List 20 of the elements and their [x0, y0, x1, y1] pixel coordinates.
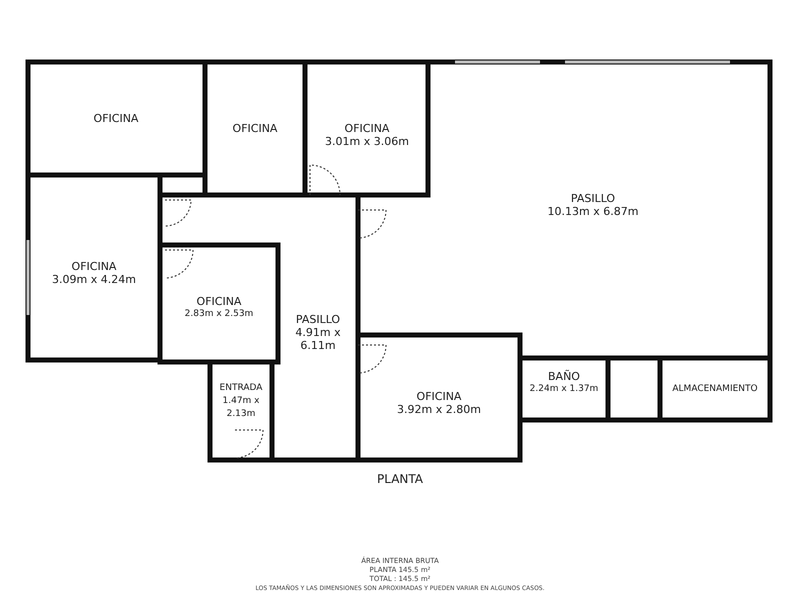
room-dimensions: 3.09m x 4.24m	[52, 273, 136, 286]
room-name: OFICINA	[196, 295, 242, 308]
room-name: OFICINA	[70, 260, 118, 273]
room-name: ENTRADA	[219, 382, 263, 395]
room-dimensions: 4.91m x 6.11m	[294, 326, 342, 352]
room-dimensions: 3.92m x 2.80m	[397, 403, 481, 416]
room-name: ALMACENAMIENTO	[672, 383, 758, 396]
room-name: OFICINA	[232, 122, 278, 135]
room-dimensions: 2.83m x 2.53m	[184, 308, 254, 321]
room-name: OFICINA	[344, 122, 390, 135]
room-dimensions: 3.01m x 3.06m	[325, 135, 409, 148]
room-name: OFICINA	[94, 112, 138, 125]
room-name: BAÑO	[547, 370, 581, 383]
plan-title: PLANTA	[377, 472, 423, 486]
room-name: OFICINA	[416, 390, 462, 403]
room-name: PASILLO	[294, 313, 342, 326]
room-dimensions: 2.24m x 1.37m	[530, 383, 598, 396]
room-name: PASILLO	[570, 192, 616, 205]
room-dimensions: 10.13m x 6.87m	[548, 205, 638, 218]
room-dimensions: 1.47m x 2.13m	[222, 395, 260, 421]
